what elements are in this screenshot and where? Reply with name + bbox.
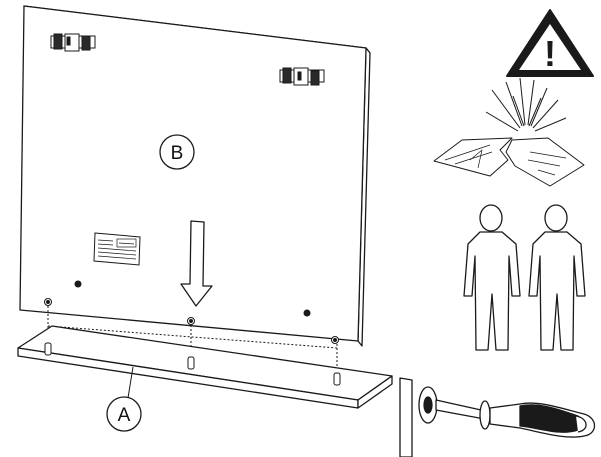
shelf bbox=[17, 325, 393, 409]
label-a-marker: A bbox=[106, 396, 142, 432]
person-left-icon bbox=[463, 204, 521, 351]
warning-exclamation: ! bbox=[544, 33, 556, 74]
wall-section bbox=[399, 377, 413, 457]
screw-holes bbox=[44, 280, 339, 344]
label-a: A bbox=[118, 405, 131, 426]
wall-bracket-right bbox=[279, 67, 325, 86]
label-a-leader bbox=[127, 366, 134, 399]
two-persons-icon bbox=[463, 204, 586, 351]
down-arrow bbox=[180, 220, 213, 307]
person-right-icon bbox=[528, 204, 586, 351]
shelf-dowels bbox=[44, 342, 341, 386]
product-label-sticker bbox=[93, 232, 141, 266]
wall-bracket-left bbox=[50, 33, 96, 52]
label-b-marker: B bbox=[159, 134, 195, 170]
screwdriver-icon bbox=[399, 377, 596, 457]
warning-triangle-icon: ! bbox=[506, 9, 594, 77]
broken-glass-icon bbox=[433, 77, 585, 187]
label-b: B bbox=[171, 143, 184, 164]
